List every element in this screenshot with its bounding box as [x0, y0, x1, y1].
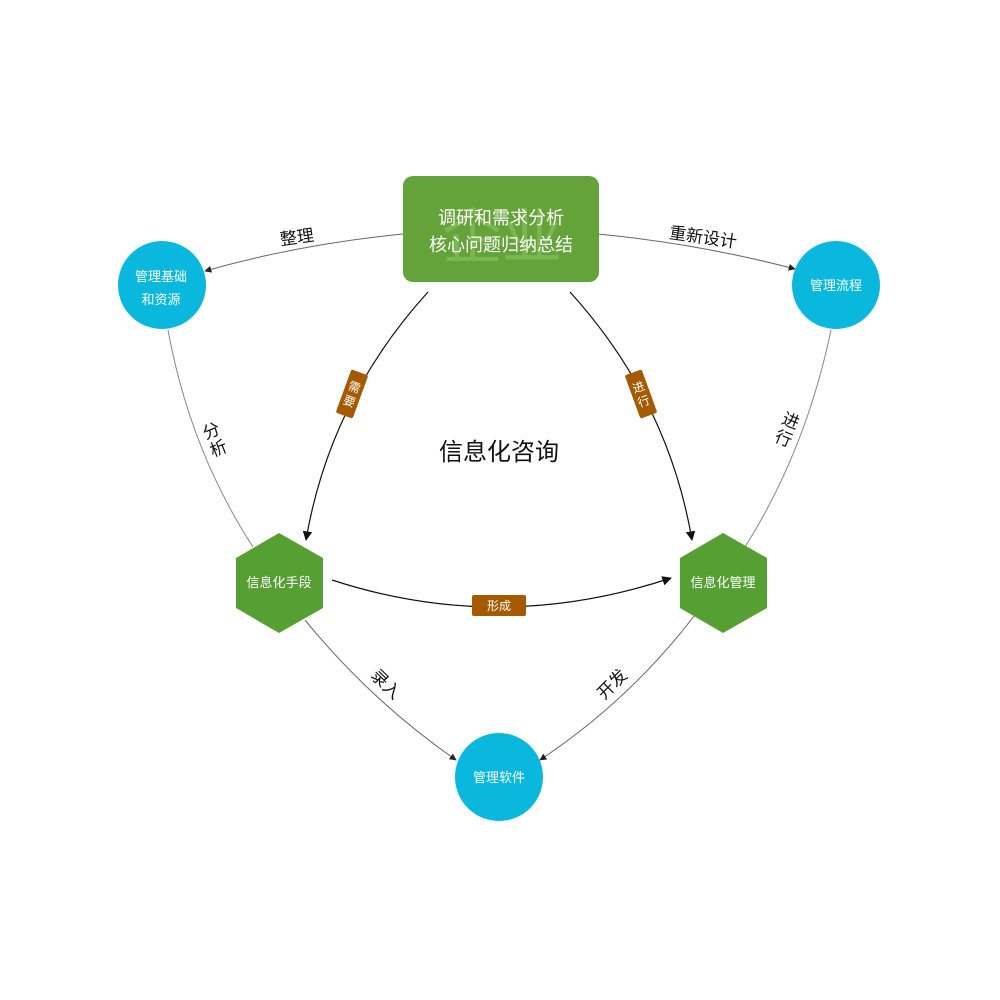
center-box[interactable]: 企业 调研和需求分析 核心问题归纳总结 — [403, 176, 599, 282]
edge-box-to-right-hex — [569, 291, 696, 541]
svg-text:行: 行 — [772, 427, 795, 452]
circle-left-line2: 和资源 — [141, 293, 180, 308]
hexagon-it-means[interactable]: 信息化手段 — [236, 533, 323, 633]
edge-right-circle-to-right-hex — [744, 329, 832, 548]
svg-text:行: 行 — [636, 393, 652, 410]
edge-label-input: 录入 — [366, 666, 404, 704]
svg-text:分: 分 — [200, 419, 223, 444]
center-box-line1: 调研和需求分析 — [438, 208, 564, 229]
hexagon-left-label: 信息化手段 — [246, 575, 311, 591]
svg-text:析: 析 — [207, 437, 230, 462]
circle-management-software[interactable]: 管理软件 — [455, 733, 543, 821]
edge-label-organize: 整理 — [279, 226, 315, 251]
hexagon-it-management[interactable]: 信息化管理 — [680, 533, 767, 633]
edge-left-hex-to-bottom-circle — [304, 619, 457, 761]
circle-management-process[interactable]: 管理流程 — [792, 241, 880, 329]
svg-text:进: 进 — [779, 409, 802, 434]
circle-left-line1: 管理基础 — [135, 270, 187, 285]
edge-label-develop: 开发 — [594, 666, 632, 704]
diagram-title: 信息化咨询 — [439, 438, 559, 466]
svg-text:进: 进 — [631, 379, 647, 396]
svg-text:需: 需 — [346, 379, 362, 396]
hexagon-right-label: 信息化管理 — [690, 575, 755, 591]
circle-right-label: 管理流程 — [810, 279, 862, 294]
center-box-line2: 核心问题归纳总结 — [429, 235, 573, 256]
svg-text:要: 要 — [341, 393, 357, 410]
edge-box-to-right-circle — [597, 233, 796, 271]
edge-label-analyze: 分 析 — [200, 419, 230, 462]
tag-proceed: 进 行 — [625, 369, 657, 419]
edge-right-hex-to-bottom-circle — [539, 615, 695, 761]
edge-label-proceed-right: 进 行 — [772, 409, 802, 452]
edge-box-to-left-hex — [302, 291, 429, 541]
svg-text:形成: 形成 — [487, 599, 511, 613]
tag-need: 需 要 — [336, 369, 368, 419]
edge-box-to-left-circle — [204, 233, 404, 273]
circle-management-foundation[interactable]: 管理基础 和资源 — [118, 241, 206, 329]
circle-bottom-label: 管理软件 — [473, 771, 525, 786]
edge-left-circle-to-left-hex — [167, 329, 254, 548]
center-box-watermark: 企业 — [442, 203, 562, 273]
tag-form: 形成 — [472, 595, 526, 616]
